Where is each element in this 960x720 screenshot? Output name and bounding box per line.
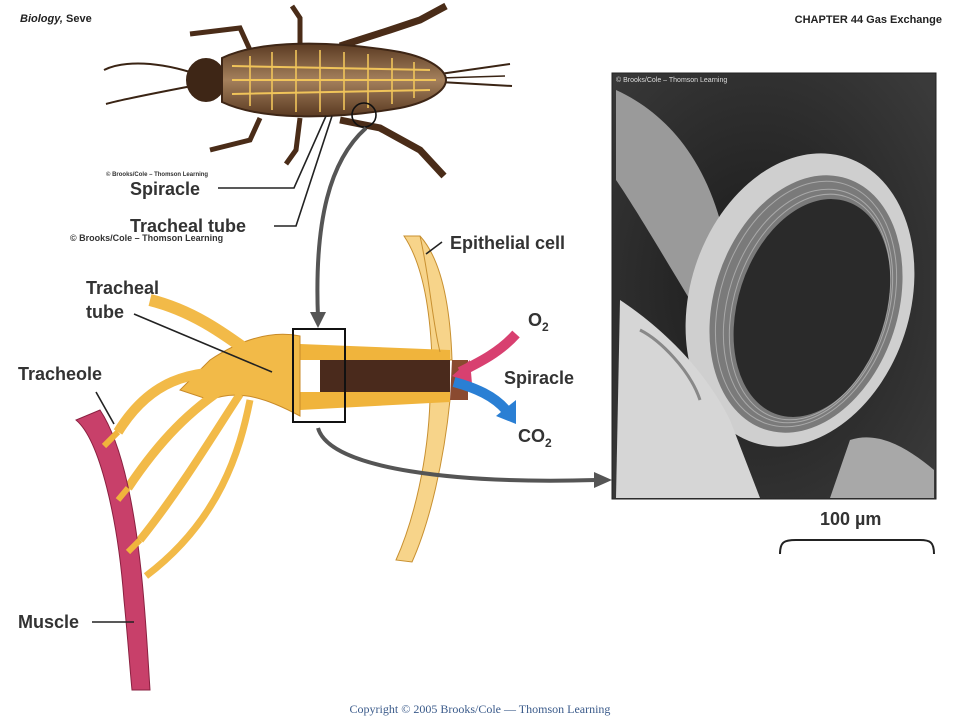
chapter-title: CHAPTER 44 Gas Exchange xyxy=(794,14,942,26)
co2-arrow xyxy=(452,377,510,414)
label-epithelial-cell: Epithelial cell xyxy=(450,233,565,253)
book-title: Biology, Seve xyxy=(20,13,92,25)
photo-credit: © Brooks/Cole – Thomson Learning xyxy=(616,76,727,84)
label-spiracle-mid: Spiracle xyxy=(504,368,574,388)
insect-illustration xyxy=(103,2,513,179)
label-co2: CO2 xyxy=(518,426,552,450)
insect-credit: © Brooks/Cole – Thomson Learning xyxy=(106,171,208,178)
label-tracheole: Tracheole xyxy=(18,364,102,384)
copyright-notice: Copyright © 2005 Brooks/Cole — Thomson L… xyxy=(349,702,611,716)
label-spiracle-top: Spiracle xyxy=(130,179,200,199)
label-tracheal-tube-line1: Tracheal xyxy=(86,278,159,298)
label-o2: O2 xyxy=(528,310,549,334)
label-tracheal-tube-top: Tracheal tube xyxy=(130,216,246,236)
diagram-credit: © Brooks/Cole – Thomson Learning xyxy=(70,233,223,243)
tracheal-system-illustration xyxy=(75,235,468,691)
scale-label: 100 µm xyxy=(820,509,881,529)
sem-photo xyxy=(611,72,937,500)
magnify-box xyxy=(292,328,346,423)
scale-bar xyxy=(779,539,935,555)
label-tracheal-tube-line2: tube xyxy=(86,302,124,322)
label-muscle: Muscle xyxy=(18,612,79,632)
